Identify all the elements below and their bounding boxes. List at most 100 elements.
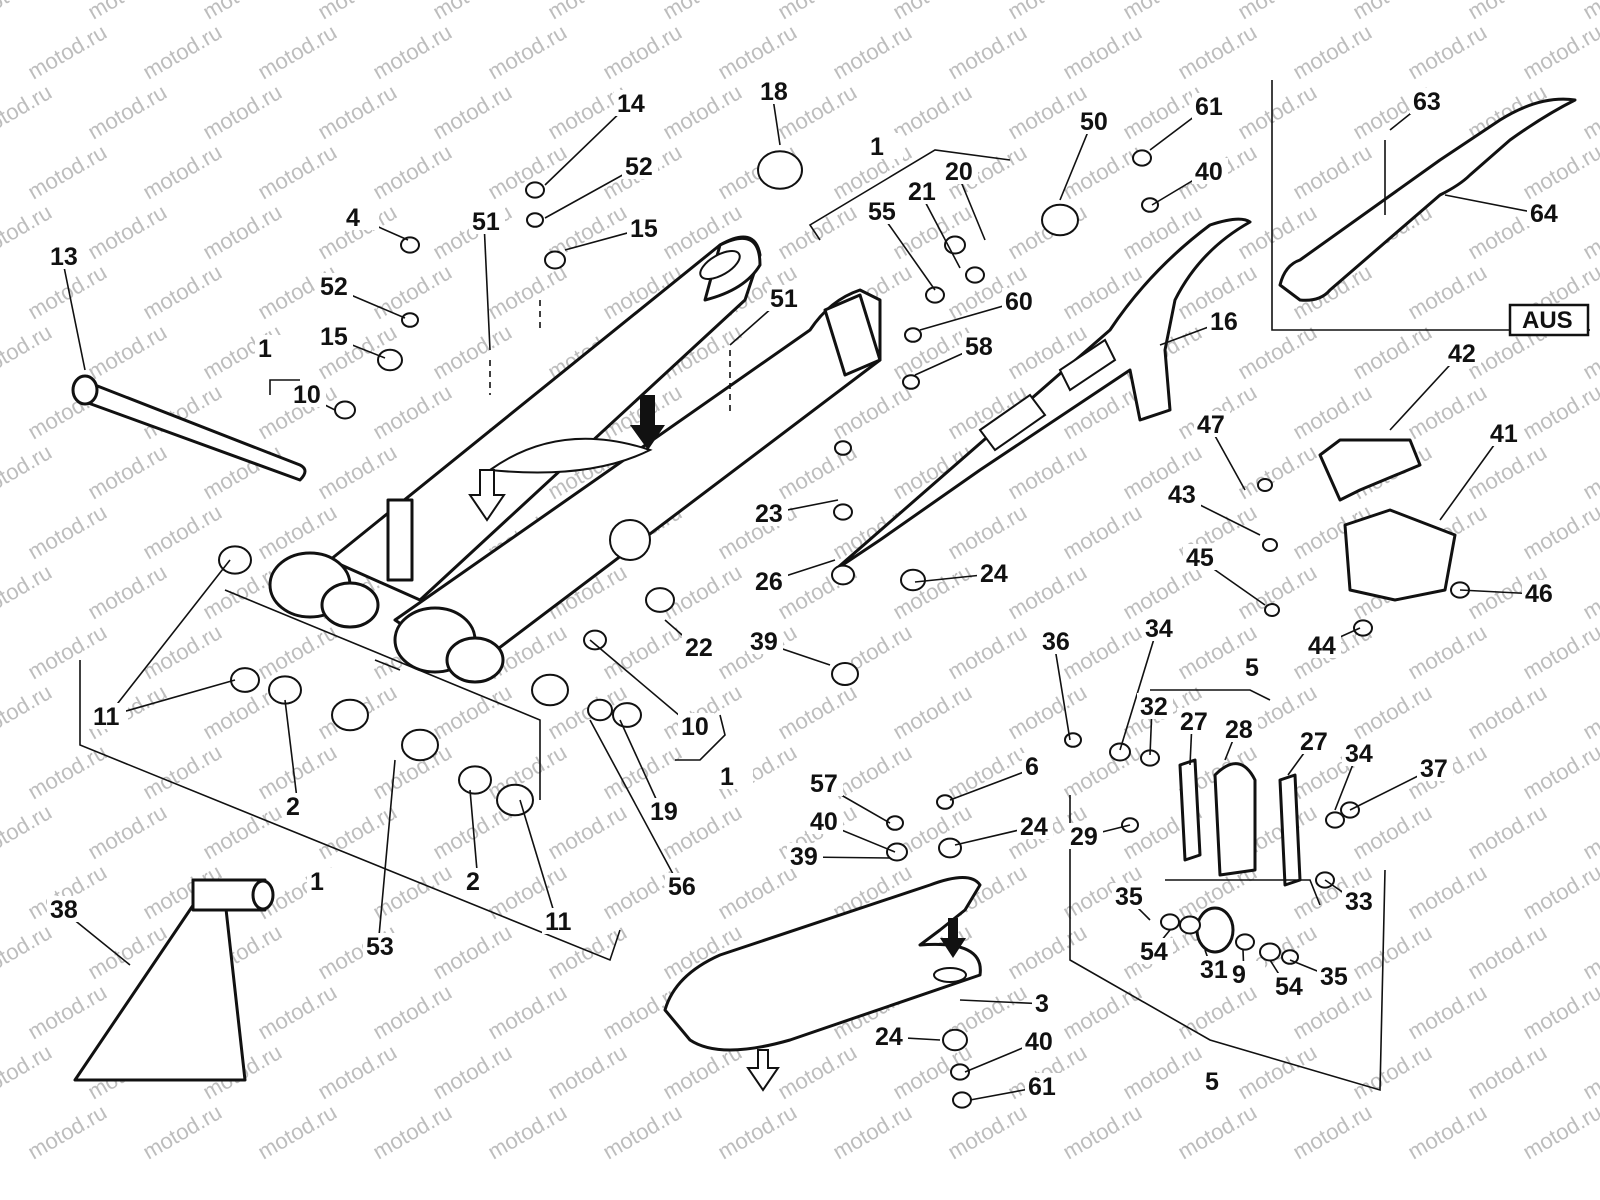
watermark-text: motod.ru [1518,19,1600,84]
callout-c61a: 61 [1195,93,1223,121]
watermark-text: motod.ru [598,1099,686,1164]
leader-line [1119,628,1158,751]
callout-bg [757,78,793,104]
callout-c47: 47 [1197,411,1225,439]
watermark-text: motod.ru [943,19,1031,84]
callout-c42: 42 [1448,340,1476,368]
fastener-part [831,661,859,687]
callout-c61b: 61 [1028,1073,1056,1101]
fastener-part [400,236,420,254]
callout-c5b: 5 [1205,1068,1219,1096]
watermark-text: motod.ru [888,559,976,624]
watermark-text: motod.ru [1118,1039,1206,1104]
fastener-part [904,327,922,343]
watermark-text: motod.ru [1578,919,1600,984]
fastener-part [496,783,534,817]
callout-bg [1039,628,1075,654]
fastener-part [965,266,985,284]
callout-c40b: 40 [810,808,838,836]
callout-c28: 28 [1225,716,1253,744]
fastener-part [1259,942,1281,962]
callout-bg [1527,200,1563,226]
watermark-text: motod.ru [598,619,686,684]
watermark-text: motod.ru [253,979,341,1044]
callout-c24b: 24 [1020,813,1048,841]
fastener-part [1325,811,1345,829]
watermark-text: motod.ru [1518,979,1600,1044]
callout-c35a: 35 [1115,883,1143,911]
callout-bg [1137,938,1173,964]
watermark-text: motod.ru [0,319,56,384]
callout-c26: 26 [755,568,783,596]
watermark-text: motod.ru [313,439,401,504]
fastener-part [950,1063,970,1081]
watermark-text: motod.ru [0,0,56,24]
fastener-part [834,440,852,456]
watermark-text: motod.ru [1003,919,1091,984]
watermark-text: motod.ru [198,799,286,864]
callout-c6: 6 [1025,753,1039,781]
callout-bg [343,204,379,230]
watermark-text: motod.ru [368,979,456,1044]
callout-bg [469,208,505,234]
callout-c23: 23 [755,500,783,528]
watermark-text: motod.ru [1518,1099,1600,1164]
watermark-text: motod.ru [1578,79,1600,144]
callout-bg [1192,93,1228,119]
watermark-text: motod.ru [0,799,56,864]
fastener-part [1141,197,1159,213]
fastener-part [833,503,853,521]
callout-bg [1445,340,1481,366]
callout-c64: 64 [1530,200,1558,228]
callout-c58: 58 [965,333,993,361]
watermark-text: motod.ru [83,559,171,624]
callout-c52b: 52 [320,273,348,301]
callout-c53: 53 [366,933,394,961]
watermark-text: motod.ru [1578,799,1600,864]
watermark-text: motod.ru [1348,1039,1436,1104]
callout-c11b: 11 [93,703,120,731]
callout-bg [1077,108,1113,134]
callout-c1c: 1 [720,763,734,791]
fastener-part [925,286,945,304]
swingarm-part-1 [268,235,882,684]
watermark-text: motod.ru [483,979,571,1044]
watermark-text: motod.ru [943,499,1031,564]
callout-c36: 36 [1042,628,1070,656]
leader-line [544,166,638,219]
leader-line [284,699,299,808]
callout-bg [1032,990,1068,1016]
watermark-text: motod.ru [1058,979,1146,1044]
watermark-text: motod.ru [1003,439,1091,504]
watermark-text: motod.ru [1518,379,1600,444]
callout-c41: 41 [1490,420,1518,448]
callout-bg [1242,654,1278,680]
watermark-text: motod.ru [368,139,456,204]
watermark-text: motod.ru [828,19,916,84]
fastener-part [218,545,252,575]
leader-line [106,559,231,718]
watermark-text: motod.ru [1518,859,1600,924]
fastener-part [936,794,954,810]
callout-c19: 19 [650,798,678,826]
watermark-text: motod.ru [828,1099,916,1164]
callout-c38: 38 [50,896,78,924]
watermark-text: motod.ru [253,139,341,204]
callout-bg [977,560,1013,586]
callout-bg [1410,88,1446,114]
callout-c57: 57 [810,770,838,798]
callout-c34b: 34 [1345,740,1373,768]
watermark-text: motod.ru [1403,979,1491,1044]
fastener-part [902,374,920,390]
callout-bg [290,381,326,407]
callout-c46: 46 [1525,580,1553,608]
callout-c3: 3 [1035,990,1049,1018]
aus-badge: AUS [1522,307,1573,334]
fastener-part [1264,603,1280,617]
fastener-part [645,587,675,613]
assembly-brackets [79,149,1386,1092]
fastener-part [583,629,607,651]
watermark-text: motod.ru [1233,1039,1321,1104]
callout-bg [283,793,319,819]
callout-bg [307,868,343,894]
